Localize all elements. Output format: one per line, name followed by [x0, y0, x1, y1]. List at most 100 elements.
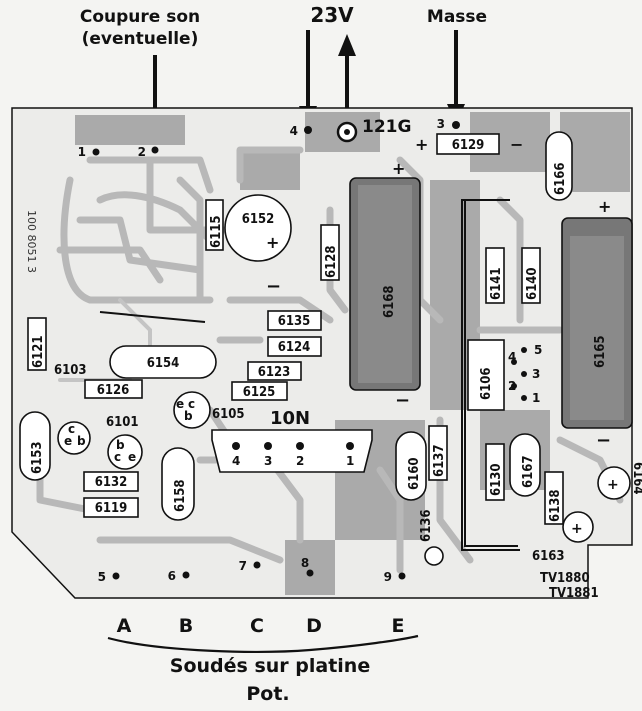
resistor-6129 [436, 133, 500, 155]
pin-left-b: b [77, 434, 86, 448]
capacitor-6153 [19, 411, 51, 481]
capacitor-6163 [562, 511, 594, 543]
resistor-6126 [84, 379, 143, 399]
ref-6132: 6132 [95, 475, 128, 490]
pin-6101-e: e [128, 450, 136, 464]
terminal-5-label: 5 [98, 570, 106, 584]
polarity-6152-minus: − [266, 276, 281, 297]
trace-23 [118, 298, 152, 347]
ic-pin-2 [511, 383, 517, 389]
resistor-6121 [27, 317, 47, 371]
pad-9 [398, 572, 406, 580]
connector-pin-4-label: 4 [232, 454, 240, 468]
terminal-1-label: 1 [78, 145, 86, 159]
legend-brace [107, 634, 419, 653]
ref-6125: 6125 [243, 385, 276, 400]
pad-7 [253, 561, 261, 569]
terminal-4-label: 4 [290, 124, 298, 138]
capacitor-6136 [424, 546, 444, 566]
capacitor-6165-body [570, 236, 624, 420]
terminal-7-label: 7 [239, 559, 247, 573]
pin-6101-b: b [116, 438, 125, 452]
ref-6141: 6141 [489, 267, 504, 300]
resistor-6125 [231, 381, 288, 401]
resistor-6119 [83, 497, 139, 518]
ic-pin-5 [521, 347, 527, 353]
bottom-legend: A B C D E Soudés sur platine Pot. [107, 615, 419, 705]
resistor-6124 [267, 336, 322, 357]
terminal-8-label: 8 [301, 556, 309, 570]
resistor-6128 [320, 224, 340, 281]
ref-6168: 6168 [382, 285, 397, 318]
trace-7 [176, 176, 204, 304]
ref-6166: 6166 [553, 162, 568, 195]
polarity-6168-minus: − [395, 390, 410, 411]
ref-6130: 6130 [489, 463, 504, 496]
ref-6158: 6158 [173, 479, 188, 512]
ref-6115: 6115 [209, 215, 224, 248]
ref-6137: 6137 [432, 444, 447, 477]
ref-10n: 10N [270, 408, 310, 429]
polarity-6129-minus: − [510, 135, 523, 154]
jumper-wire-left [99, 311, 206, 323]
pin-6105-c: c [188, 397, 195, 411]
pin-left-e: e [64, 434, 72, 448]
jumper-wire-right [461, 199, 520, 551]
ref-6136: 6136 [419, 509, 434, 542]
polarity-6163-plus: + [571, 521, 583, 537]
pad-8 [306, 569, 314, 577]
terminal-2-label: 2 [138, 145, 146, 159]
capacitor-6152 [224, 194, 292, 262]
ref-6160: 6160 [407, 457, 422, 490]
polarity-6152-plus: + [266, 233, 279, 252]
ic-pin-1-label: 1 [532, 391, 540, 405]
ref-6140: 6140 [525, 267, 540, 300]
test-point-center [344, 129, 350, 135]
letter-c: C [250, 615, 264, 637]
trace-1 [60, 176, 214, 304]
connector-pin-2 [296, 442, 304, 450]
components: 6115 6152 + − 6128 6168 + − 6129 + − 616… [19, 131, 642, 566]
ref-6119: 6119 [95, 501, 128, 516]
ic-pin-1 [521, 395, 527, 401]
connector-10n [211, 429, 373, 473]
ic-pin-3-label: 3 [532, 367, 540, 381]
resistor-6130 [485, 443, 505, 501]
resistor-6115 [205, 199, 224, 251]
resistor-6141 [485, 247, 505, 304]
transistor-6101 [107, 434, 143, 470]
ref-6106: 6106 [479, 367, 494, 400]
ref-6126: 6126 [97, 383, 130, 398]
connector-pin-3-label: 3 [264, 454, 272, 468]
test-point-121g: 121G [336, 117, 411, 143]
plane-under-6152 [240, 150, 300, 190]
trace-3 [56, 246, 164, 284]
connector-pin-3 [264, 442, 272, 450]
ref-6128: 6128 [324, 245, 339, 278]
capacitor-6164 [597, 466, 631, 500]
top-labels: Coupure son (eventuelle) 23V Masse [80, 3, 487, 49]
ref-6105: 6105 [212, 407, 245, 422]
resistor-6138 [544, 471, 564, 525]
arrow-23v-out-head [338, 34, 356, 56]
pad-4 [304, 126, 312, 134]
capacitor-6154 [109, 345, 217, 379]
pin-6105-e: e [176, 397, 184, 411]
resistor-6135 [267, 310, 322, 331]
polarity-6164-plus: + [607, 477, 619, 493]
ic-6106-pins: 5 4 3 2 1 [508, 343, 542, 405]
ref-6103: 6103 [54, 363, 87, 378]
ic-pin-5-label: 5 [534, 343, 542, 357]
pad-3 [452, 121, 460, 129]
capacitor-6158 [161, 447, 195, 521]
ref-6164: 6164 [630, 462, 642, 495]
ref-6153: 6153 [30, 441, 45, 474]
label-121g: 121G [362, 117, 411, 137]
letter-a: A [117, 615, 132, 637]
letter-e: E [392, 615, 405, 637]
board-code-tv1880: TV1880 [540, 571, 590, 586]
pad-5 [112, 572, 120, 580]
connector-pin-2-label: 2 [296, 454, 304, 468]
plane-top-left [75, 115, 185, 145]
